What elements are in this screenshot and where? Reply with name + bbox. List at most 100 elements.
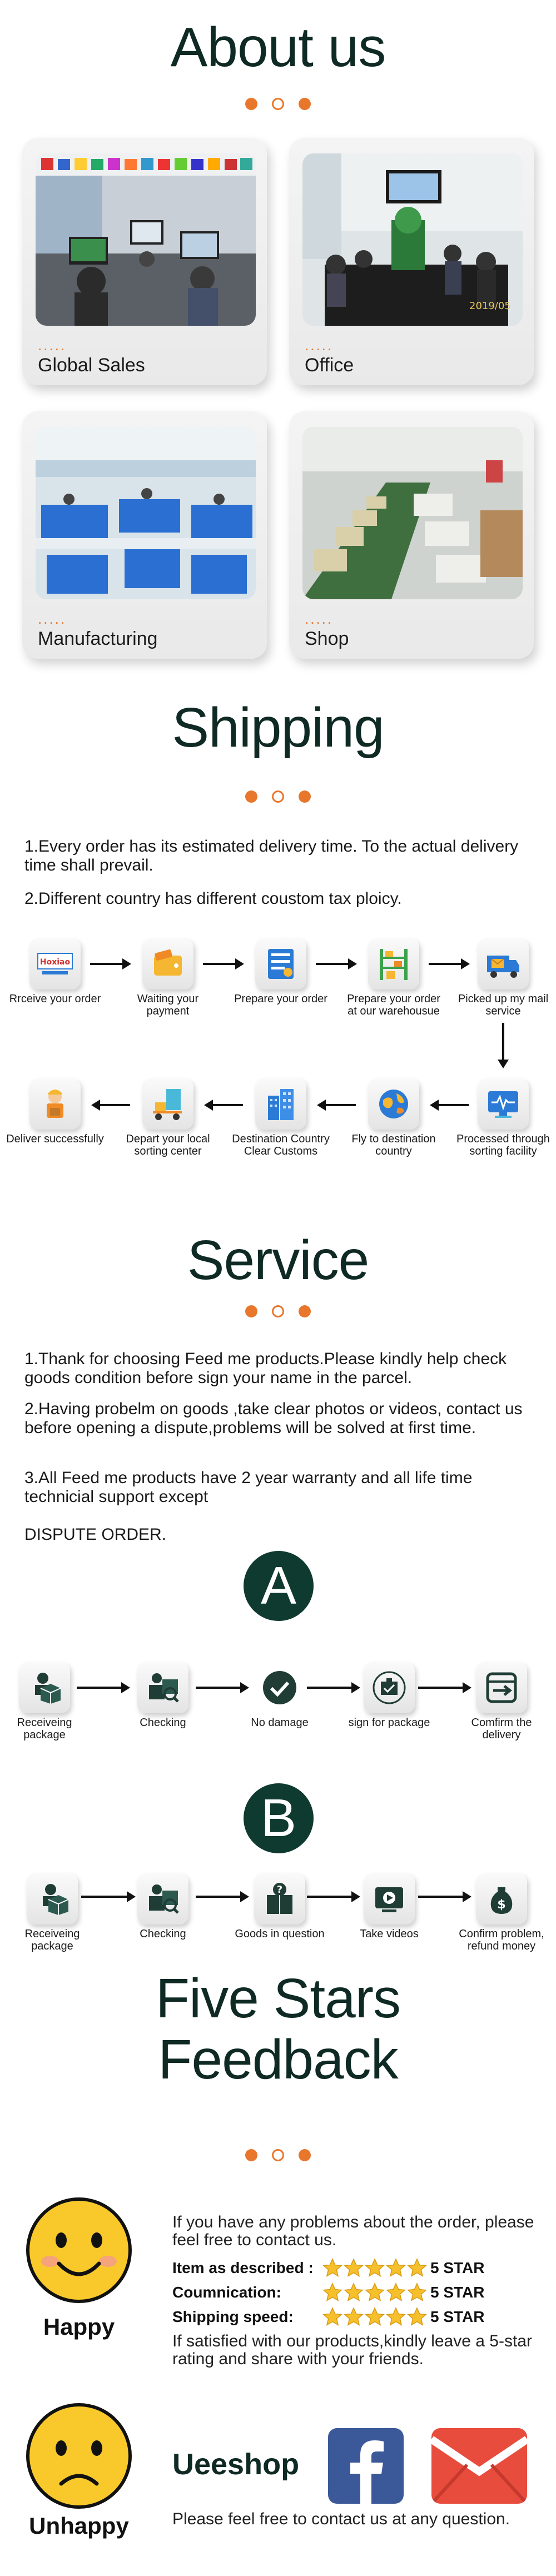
arrow-right-icon [196,1682,249,1693]
dot-icon [299,790,311,803]
dot-icon [299,1305,311,1317]
ship-step-picked-up: Picked up my mail service [453,938,553,1017]
globe-icon [368,1078,419,1130]
refund-money-icon: $ [476,1873,527,1924]
feedback-title-line-2: Feedback [158,2028,398,2091]
star-icon [407,2258,427,2277]
warehouse-shelf-icon [368,938,419,989]
dot-hollow-icon [272,2149,284,2161]
step-label: Confirm problem, refund money [459,1928,544,1952]
feedback-outro: If satisfied with our products,kindly le… [172,2332,532,2368]
happy-label: Happy [43,2314,115,2340]
shipping-dots [0,790,556,803]
feedback-title: Five Stars Feedback [0,1968,556,2090]
arrow-right-icon [429,958,470,969]
star-icon [322,2258,342,2277]
brand-name: Ueeshop [172,2448,300,2481]
b-step-videos: Take videos [339,1873,439,1940]
checking-icon [137,1873,188,1924]
step-label: Prepare your order at our warehousue [347,993,440,1017]
step-label: Picked up my mail service [458,993,549,1017]
step-label: Deliver successfully [6,1133,104,1145]
dot-icon [299,2149,311,2161]
dot-icon [245,790,257,803]
ship-step-fly: Fly to destination country [344,1078,444,1157]
star-icon [386,2258,406,2277]
service-paragraph-2: 2.Having probelm on goods ,take clear ph… [24,1400,523,1437]
star-icon [386,2282,406,2301]
question-box-icon: ? [254,1873,305,1924]
star-icon [322,2307,342,2326]
confirm-delivery-icon [476,1662,527,1713]
card-deco: ..... [38,337,67,354]
b-step-checking: Checking [113,1873,213,1940]
step-label: Checking [140,1717,186,1729]
arrow-right-icon [307,1891,360,1902]
rating-item-described: Item as described : 5 STAR [172,2257,550,2279]
arrow-right-icon [418,1891,471,1902]
b-step-goods-question: ? Goods in question [230,1873,330,1940]
step-label: Rrceive your order [9,993,101,1005]
rating-label: Coumnication: [172,2284,281,2301]
case-a-badge: A [244,1551,314,1621]
star-icon [365,2307,385,2326]
star-icon [407,2307,427,2326]
delivery-cart-icon [142,1078,193,1130]
b-step-receiving: Receiveing package [2,1873,102,1952]
contact-note: Please feel free to contact us at any qu… [172,2510,510,2528]
dot-icon [299,98,311,110]
arrow-right-icon [316,958,357,969]
star-icon [322,2282,342,2301]
card-label: Manufacturing [38,628,158,649]
feedback-dots [0,2149,556,2161]
arrow-right-icon [196,1891,249,1902]
star-icon [344,2282,364,2301]
sign-package-icon [364,1662,415,1713]
package-icon [19,1662,70,1713]
facebook-icon[interactable] [328,2428,404,2504]
case-b-badge: B [244,1783,314,1853]
ship-step-local-sorting: Depart your local sorting center [118,1078,218,1157]
about-title: About us [170,16,386,78]
building-icon [255,1078,306,1130]
step-label: Receiveing package [24,1928,80,1952]
arrow-right-icon [81,1891,136,1902]
step-label: Waiting your payment [137,993,199,1017]
a-step-no-damage: No damage [230,1662,330,1729]
star-icon [365,2282,385,2301]
monitor-pulse-icon [478,1078,529,1130]
rating-stars [322,2307,427,2327]
rating-value: 5 STAR [430,2259,485,2276]
svg-text:2019/05: 2019/05 [469,300,511,312]
step-label: Checking [140,1928,186,1940]
star-icon [344,2307,364,2326]
shipping-paragraph-1: 1.Every order has its estimated delivery… [24,837,519,874]
service-paragraph-3: 3.All Feed me products have 2 year warra… [24,1469,473,1506]
a-step-sign: sign for package [339,1662,439,1729]
about-card-office: 2019/05 ..... Office [289,138,534,385]
card-deco: ..... [38,610,67,627]
step-label: Fly to destination country [351,1133,436,1157]
mail-icon[interactable] [431,2428,527,2504]
service-title: Service [187,1229,369,1291]
arrow-left-icon [430,1100,469,1111]
step-label: No damage [251,1717,309,1729]
star-icon [344,2258,364,2277]
rating-label: Shipping speed: [172,2308,294,2325]
step-label: Depart your local sorting center [126,1133,210,1157]
service-paragraph-4: DISPUTE ORDER. [24,1525,167,1544]
mail-truck-icon [478,938,529,989]
feedback-intro: If you have any problems about the order… [172,2213,534,2249]
step-label: Processed through sorting facility [456,1133,550,1157]
card-deco: ..... [305,610,334,627]
ship-step-customs: Destination Country Clear Customs [231,1078,331,1157]
checking-icon [137,1662,188,1713]
rating-value: 5 STAR [430,2284,485,2301]
step-label: Goods in question [235,1928,325,1940]
about-card-global-sales: ..... Global Sales [22,138,267,385]
dot-icon [245,98,257,110]
manufacturing-photo [36,427,256,599]
arrow-left-icon [204,1100,243,1111]
arrow-right-icon [77,1682,130,1693]
arrow-right-icon [418,1682,471,1693]
